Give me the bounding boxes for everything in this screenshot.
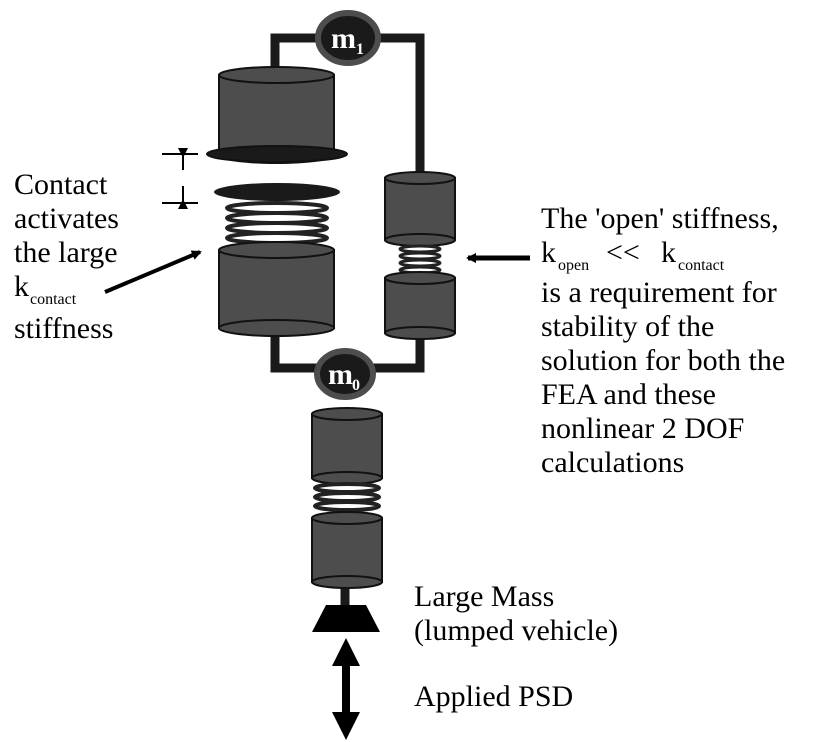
mass-m0-symbol: m	[328, 358, 353, 391]
contact-line-5: stiffness	[14, 312, 113, 345]
applied-psd-label: Applied PSD	[414, 680, 573, 713]
psd-double-arrow	[332, 638, 360, 740]
open-line-7: nonlinear 2 DOF	[541, 412, 744, 445]
contact-upper-cylinder	[206, 66, 348, 164]
mass-m1: m 1	[315, 10, 381, 66]
open-line-8: calculations	[541, 446, 684, 479]
open-line-5: solution for both the	[541, 344, 785, 377]
contact-lower-assembly	[214, 183, 340, 337]
open-k1-subscript: open	[558, 257, 589, 274]
open-k2-subscript: contact	[678, 257, 725, 274]
large-mass-line-1: Large Mass	[414, 580, 554, 613]
mass-m1-subscript: 1	[356, 41, 364, 58]
base-spring-assembly	[311, 407, 383, 589]
contact-k-symbol: k	[14, 270, 29, 303]
mass-m0-subscript: 0	[352, 377, 360, 394]
open-inequality: <<	[606, 236, 640, 269]
contact-line-1: Contact	[14, 168, 108, 201]
mass-m0: m 0	[314, 348, 376, 400]
contact-annotation: Contact activates the large k contact st…	[14, 168, 119, 345]
mass-m1-symbol: m	[331, 22, 356, 55]
open-k2-symbol: k	[661, 236, 676, 269]
open-line-4: stability of the	[541, 310, 714, 343]
contact-pointer-arrow	[104, 250, 202, 294]
gap-dimension	[162, 148, 198, 209]
open-line-3: is a requirement for	[541, 276, 777, 309]
open-line-1: The 'open' stiffness,	[541, 202, 779, 235]
base-spring	[313, 482, 381, 512]
large-mass-line-2: (lumped vehicle)	[414, 614, 618, 647]
open-k1-symbol: k	[541, 236, 556, 269]
open-annotation: The 'open' stiffness, k open << k contac…	[541, 202, 785, 479]
contact-spring	[225, 201, 329, 245]
open-line-6: FEA and these	[541, 378, 716, 411]
contact-k-subscript: contact	[30, 291, 77, 308]
open-spring	[398, 244, 442, 275]
open-stiffness-assembly	[384, 171, 456, 340]
large-mass-block	[312, 605, 380, 632]
contact-line-3: the large	[14, 236, 118, 269]
contact-line-2: activates	[14, 202, 119, 235]
